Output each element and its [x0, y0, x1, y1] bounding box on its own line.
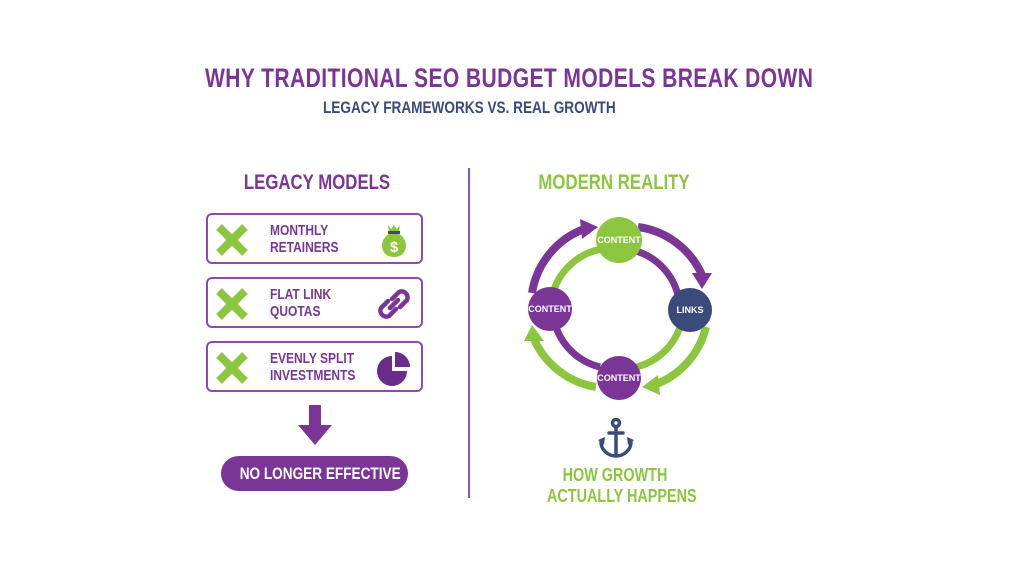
column-divider — [468, 168, 470, 498]
growth-cycle-diagram: CONTENT LINKS CONTENT CONTENT — [524, 217, 712, 400]
svg-text:CONTENT: CONTENT — [597, 235, 641, 245]
cycle-node-top: CONTENT — [596, 217, 642, 263]
page-subtitle: LEGACY FRAMEWORKS VS. REAL GROWTH — [323, 98, 616, 117]
svg-text:LINKS: LINKS — [677, 305, 704, 315]
anchor-icon — [598, 418, 634, 458]
cycle-node-left: CONTENT — [528, 287, 572, 331]
x-icon — [216, 288, 248, 320]
growth-caption: HOW GROWTH ACTUALLY HAPPENS — [547, 465, 697, 506]
inner-arc-top-right — [634, 247, 682, 296]
conclusion-text: NO LONGER EFFECTIVE — [239, 464, 401, 483]
modern-reality-heading: MODERN REALITY — [538, 171, 690, 194]
no-longer-effective-badge: NO LONGER EFFECTIVE — [221, 456, 408, 491]
arrow-top-to-right-head — [692, 273, 712, 289]
money-bag-icon: $ — [382, 225, 406, 257]
arrow-right-to-bottom-head — [642, 375, 660, 395]
x-icon — [216, 224, 248, 256]
arrow-left-to-top-head — [580, 219, 598, 239]
legacy-models-heading: LEGACY MODELS — [243, 171, 391, 194]
arrow-top-to-right — [637, 223, 706, 277]
arrow-down-icon — [298, 405, 332, 445]
svg-text:CONTENT: CONTENT — [528, 304, 572, 314]
cycle-node-right: LINKS — [668, 288, 712, 332]
cycle-node-bottom: CONTENT — [597, 356, 641, 400]
cycle-arrows — [524, 219, 712, 395]
arrow-bottom-to-left-head — [524, 325, 544, 341]
pie-chart-icon — [377, 352, 410, 386]
x-icon — [216, 352, 248, 384]
inner-arc-bottom-right — [635, 325, 684, 371]
arrow-left-to-top — [528, 225, 586, 294]
svg-text:CONTENT: CONTENT — [597, 373, 641, 383]
chain-link-icon — [378, 289, 410, 319]
arrow-bottom-to-left — [530, 337, 597, 391]
inner-arc-bottom-left — [552, 325, 601, 371]
arrow-right-to-bottom — [652, 325, 710, 389]
page-title: WHY TRADITIONAL SEO BUDGET MODELS BREAK … — [205, 63, 814, 93]
svg-text:$: $ — [390, 239, 399, 256]
